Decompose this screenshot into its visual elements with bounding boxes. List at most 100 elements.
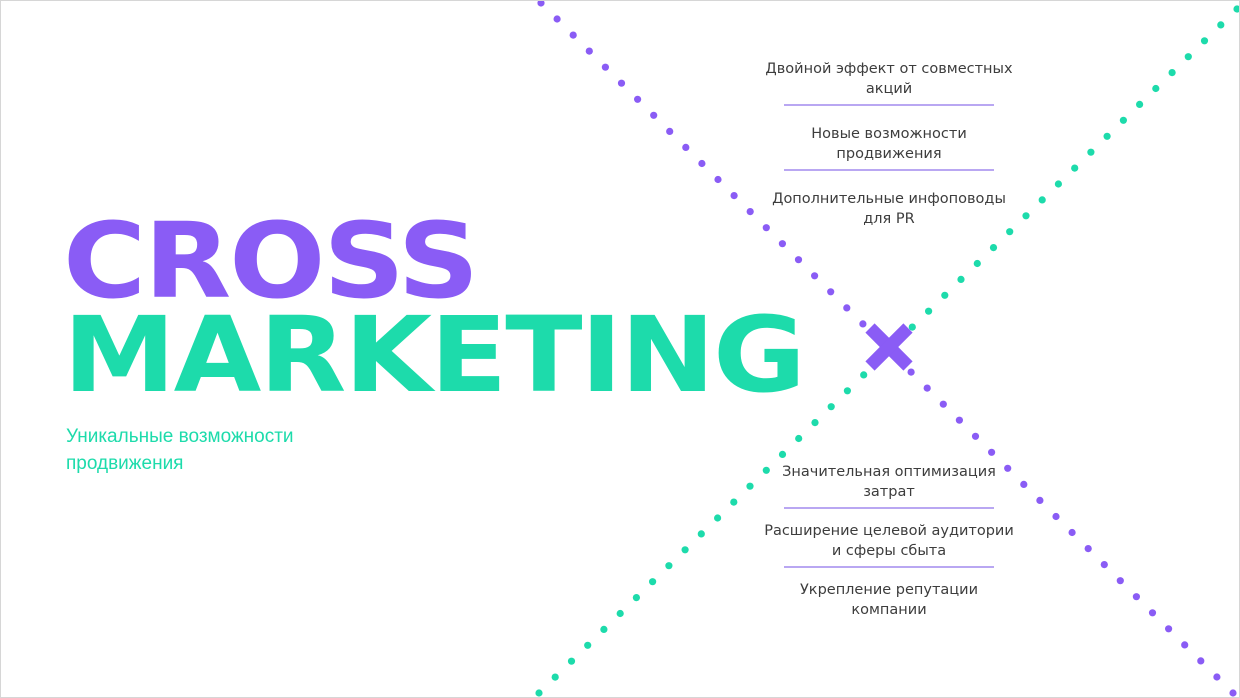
dot: [601, 63, 610, 71]
dot: [1052, 512, 1060, 521]
dot: [698, 159, 706, 168]
dot: [697, 530, 705, 538]
dot: [584, 641, 592, 649]
dot: [730, 192, 738, 200]
dot: [1233, 5, 1239, 13]
benefit-item: Дополнительные инфоповоды для PR: [772, 191, 1006, 227]
dot: [827, 403, 835, 411]
dot: [778, 240, 787, 248]
divider: [784, 566, 994, 568]
dot: [569, 31, 577, 39]
dot: [1087, 148, 1095, 156]
dot: [1004, 464, 1012, 472]
dot: [650, 111, 658, 119]
benefits-bottom-list: Значительная оптимизация затрат Расширен…: [764, 462, 1014, 621]
dot: [1213, 673, 1221, 681]
dot: [632, 594, 641, 602]
headline-cross: CROSS: [63, 200, 479, 322]
dot: [551, 673, 559, 681]
dot: [988, 448, 996, 456]
dot: [1200, 37, 1209, 45]
dot: [1197, 657, 1205, 665]
dot: [811, 419, 819, 427]
teal-dotted-line: [535, 5, 1239, 697]
divider: [784, 104, 994, 106]
dot: [1068, 528, 1076, 537]
dot: [1181, 641, 1189, 649]
dot: [762, 466, 770, 474]
dot: [794, 256, 803, 264]
dot: [971, 432, 980, 440]
dot: [1022, 212, 1030, 220]
dot: [843, 387, 852, 395]
dot: [939, 400, 947, 408]
dot: [1152, 84, 1160, 93]
dot: [600, 625, 608, 634]
headline-marketing: MARKETING: [63, 294, 806, 416]
dot: [941, 291, 949, 299]
dot: [1168, 69, 1176, 77]
dot: [535, 689, 543, 697]
dot: [925, 307, 933, 315]
dot: [762, 224, 770, 232]
dot: [1136, 100, 1144, 108]
dot: [1165, 625, 1173, 633]
dot: [746, 482, 754, 490]
dot: [746, 208, 754, 216]
dot: [681, 546, 689, 554]
dot: [795, 434, 803, 443]
dot: [714, 514, 722, 522]
dot: [1084, 545, 1092, 553]
dot: [1036, 496, 1044, 504]
dot: [923, 384, 931, 392]
benefit-item: Значительная оптимизация затрат: [782, 464, 996, 500]
dot: [1071, 164, 1079, 172]
dot: [1229, 689, 1237, 697]
dot: [1148, 609, 1157, 617]
dot: [1119, 116, 1127, 124]
dot: [907, 368, 915, 376]
dot: [1054, 180, 1062, 188]
dot: [811, 272, 819, 280]
dot: [1038, 196, 1046, 204]
dot: [665, 562, 673, 570]
dot: [859, 320, 867, 328]
dot: [1217, 21, 1225, 29]
benefit-item: Двойной эффект от совместных акций: [765, 61, 1013, 97]
dot: [957, 275, 965, 283]
dot: [682, 143, 690, 151]
x-cross-icon: [865, 323, 913, 371]
dot: [1020, 480, 1028, 488]
dot: [973, 259, 981, 268]
dot: [666, 127, 674, 135]
dot: [567, 657, 576, 665]
dot: [1100, 561, 1108, 569]
dot: [955, 416, 964, 424]
dot: [616, 609, 624, 618]
benefit-item: Укрепление репутации компании: [799, 582, 979, 618]
benefit-item: Расширение целевой аудитории и сферы сбы…: [764, 523, 1014, 559]
dot: [778, 450, 787, 458]
dot: [649, 578, 657, 586]
subtitle: Уникальные возможности продвижения: [66, 426, 294, 474]
dot: [553, 15, 561, 23]
dot: [617, 79, 626, 87]
benefits-top-list: Двойной эффект от совместных акций Новые…: [764, 59, 1014, 230]
dot: [730, 498, 738, 506]
dot: [1132, 593, 1140, 601]
dot: [1103, 132, 1111, 140]
dot: [1184, 53, 1192, 61]
dot: [843, 304, 851, 312]
dot: [634, 95, 642, 103]
dot: [1116, 577, 1124, 585]
dot: [860, 371, 868, 379]
dot: [827, 288, 835, 296]
dot: [537, 1, 545, 7]
dot: [1006, 228, 1014, 236]
dot: [989, 244, 998, 252]
divider: [784, 507, 994, 509]
benefit-item: Новые возможности продвижения: [811, 126, 967, 162]
dot: [585, 47, 593, 55]
